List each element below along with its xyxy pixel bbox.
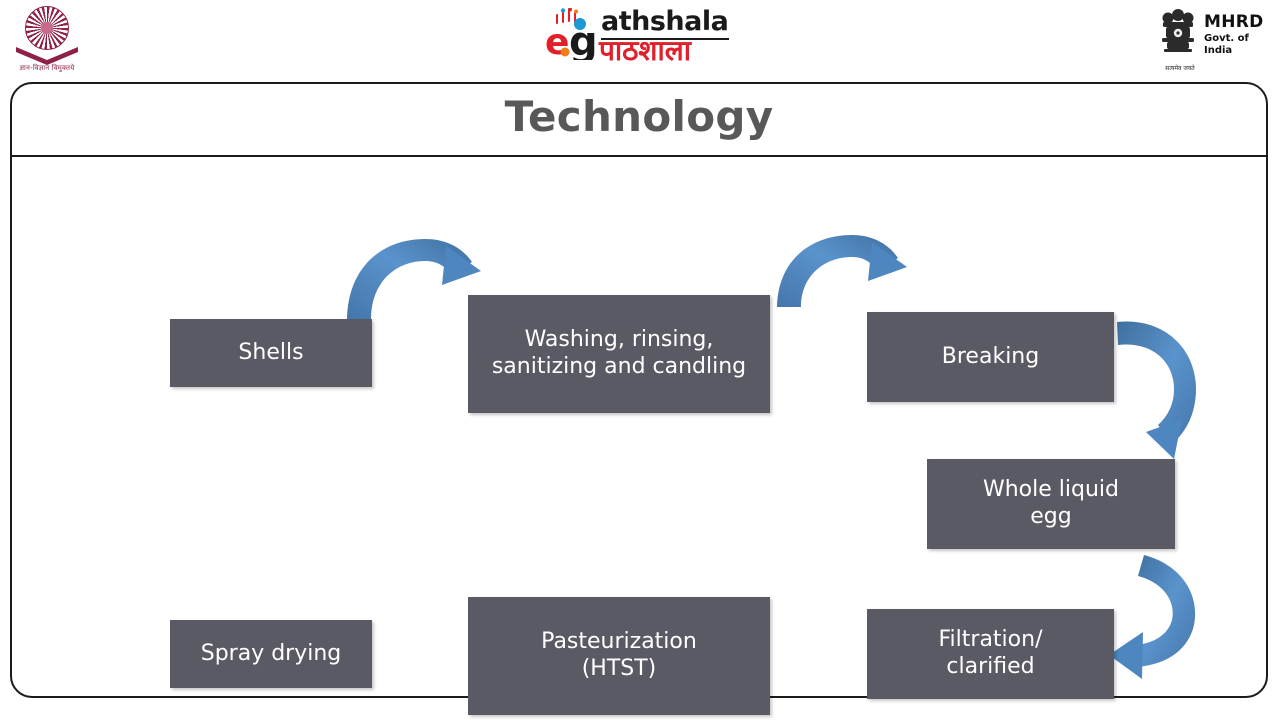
title-divider <box>12 155 1266 157</box>
flow-node-breaking[interactable]: Breaking <box>867 312 1114 402</box>
epathshala-rule <box>601 38 729 40</box>
flow-node-shells[interactable]: Shells <box>170 319 372 387</box>
ugc-chevron-icon <box>16 47 78 65</box>
flow-node-pasteurization[interactable]: Pasteurization (HTST) <box>468 597 770 715</box>
arrow-whole-liquid-egg-to-filtration <box>1109 555 1196 679</box>
mhrd-subtitle: Govt. of India <box>1204 32 1249 56</box>
header-logo-bar: ज्ञान-विज्ञान विमुक्तये e g athshala पाठ… <box>0 0 1280 80</box>
ugc-motto-text: ज्ञान-विज्ञान विमुक्तये <box>19 64 75 72</box>
arrow-breaking-to-whole-liquid-egg <box>1117 321 1196 459</box>
arrow-shells-to-washing <box>347 239 481 319</box>
flow-node-spray-drying[interactable]: Spray drying <box>170 620 372 688</box>
arrow-washing-to-breaking <box>777 235 907 307</box>
ashoka-emblem-icon <box>1162 9 1194 52</box>
mhrd-text-block: MHRD Govt. of India <box>1204 12 1272 57</box>
flowchart-canvas: Shells Washing, rinsing, sanitizing and … <box>12 157 1266 715</box>
page-title: Technology <box>504 92 774 141</box>
ugc-logo: ज्ञान-विज्ञान विमुक्तये <box>8 4 86 76</box>
epathshala-wordmark: athshala <box>601 6 729 37</box>
epathshala-mark-icon: e g <box>545 8 598 60</box>
mhrd-motto-text: सत्यमेव जयते <box>1165 65 1195 72</box>
flow-node-whole-liquid-egg[interactable]: Whole liquid egg <box>927 459 1175 549</box>
mhrd-title: MHRD <box>1204 12 1264 32</box>
slide-panel: Technology <box>10 82 1268 715</box>
mhrd-logo: MHRD Govt. of India सत्यमेव जयते <box>1146 4 1272 74</box>
flow-node-washing[interactable]: Washing, rinsing, sanitizing and candlin… <box>468 295 770 413</box>
ugc-wheel-icon <box>25 6 69 50</box>
flow-node-filtration[interactable]: Filtration/ clarified <box>867 609 1114 699</box>
epathshala-logo: e g athshala पाठशाला <box>543 2 738 68</box>
epathshala-devanagari-text: पाठशाला <box>599 34 691 67</box>
